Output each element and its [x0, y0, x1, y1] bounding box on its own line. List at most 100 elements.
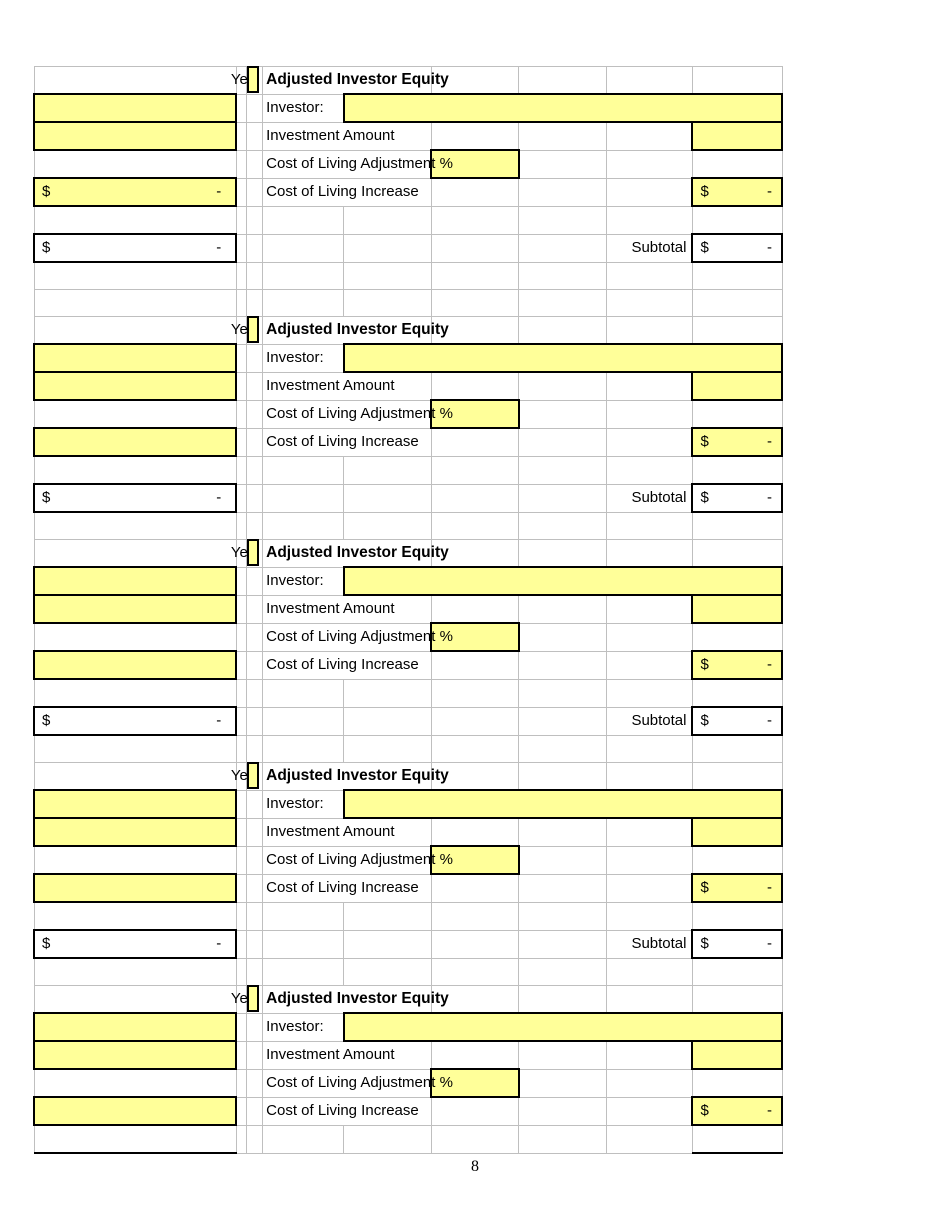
block3-cola-label: Cost of Living Adjustment % [266, 627, 453, 645]
block1-tail2-mid2 [430, 289, 520, 317]
block5-left-blank[interactable] [33, 985, 237, 1014]
block3-subtotal-value[interactable]: $ - [691, 706, 783, 736]
block3-cola-percent-input[interactable] [430, 622, 520, 652]
gap-b [245, 929, 264, 959]
block1-spacer-label [262, 205, 345, 235]
block4-investment-left-input[interactable] [32, 817, 238, 847]
block4-investor-left-input[interactable] [32, 789, 238, 819]
block2-cola-left-blank[interactable] [33, 399, 237, 429]
block4-cola-left-blank[interactable] [33, 845, 237, 875]
gap-b [245, 511, 264, 540]
block3-increase-right-value[interactable]: $ - [691, 650, 783, 680]
block1-cola-label: Cost of Living Adjustment % [266, 154, 453, 172]
gap-b [245, 427, 264, 457]
block4-increase-right-value[interactable]: $ - [691, 873, 783, 903]
block2-subtotal-value[interactable]: $ - [691, 483, 783, 513]
block2-subtotal-label: Subtotal [605, 483, 693, 513]
block2-investment-amount-input[interactable] [691, 371, 783, 401]
table-row: Investment Amount [32, 594, 783, 624]
block3-left-blank[interactable] [33, 539, 237, 568]
block4-year-marker-cell[interactable]: Ye [231, 762, 264, 791]
block4-hdr-sub [605, 762, 693, 791]
table-body: Ye Adjusted Investor Equity Investor: [32, 66, 784, 1154]
table-row [33, 261, 783, 290]
block1-investment-amount-input[interactable] [691, 121, 783, 151]
block4-cola-right [691, 845, 783, 875]
block3-investment-sub [605, 594, 693, 624]
block2-hdr-right [691, 316, 783, 345]
gap-b [245, 289, 264, 317]
block2-investor-name-input[interactable] [342, 343, 784, 373]
block2-increase-right-value[interactable]: $ - [691, 427, 783, 457]
block1-cola-left-blank[interactable] [33, 149, 237, 179]
block1-investor-name-input[interactable] [342, 93, 784, 123]
gap-a [235, 1096, 247, 1126]
block1-investor-left-input[interactable] [32, 93, 238, 123]
block1-increase-left-value[interactable]: $ - [32, 177, 238, 207]
block3-cola-left-blank[interactable] [33, 622, 237, 652]
block2-cola-percent-input[interactable] [430, 399, 520, 429]
block3-section-title: Adjusted Investor Equity [266, 544, 449, 561]
block3-subtotal-mid3 [518, 706, 607, 736]
block4-spacer-sub [605, 901, 693, 931]
block3-investment-amount-input[interactable] [691, 594, 783, 624]
block1-year-marker-cell[interactable]: Ye [231, 66, 264, 95]
block1-tail-right [691, 261, 783, 290]
block4-subtotal-value[interactable]: $ - [691, 929, 783, 959]
block4-cola-label: Cost of Living Adjustment % [266, 850, 453, 868]
block5-investor-left-input[interactable] [32, 1012, 238, 1042]
block1-cola-percent-input[interactable] [430, 149, 520, 179]
block5-investment-left-input[interactable] [32, 1040, 238, 1070]
block1-left-blank[interactable] [33, 66, 237, 95]
block4-tail-label [262, 957, 345, 986]
block2-total-left-value[interactable]: $ - [32, 483, 238, 513]
gap-a [235, 817, 247, 847]
block1-increase-right-value[interactable]: $ - [691, 177, 783, 207]
block3-investor-name-input[interactable] [342, 566, 784, 596]
block2-investor-left-input[interactable] [32, 343, 238, 373]
block5-investor-name-input[interactable] [342, 1012, 784, 1042]
block2-left-blank[interactable] [33, 316, 237, 345]
block3-investor-left-input[interactable] [32, 566, 238, 596]
block5-increase-left-input[interactable] [32, 1096, 238, 1126]
block3-spacer-mid3 [518, 678, 607, 708]
block5-cola-percent-input[interactable] [430, 1068, 520, 1098]
block1-cola-right [691, 149, 783, 179]
block5-year-marker-cell[interactable]: Ye [231, 985, 264, 1014]
block3-total-left-value[interactable]: $ - [32, 706, 238, 736]
block5-spacer-mid3 [518, 1124, 607, 1154]
block1-section-title: Adjusted Investor Equity [266, 71, 449, 88]
block2-year-marker-cell[interactable]: Ye [231, 316, 264, 345]
block1-tail-mid2 [430, 261, 520, 290]
block4-left-blank[interactable] [33, 762, 237, 791]
block3-increase-left-input[interactable] [32, 650, 238, 680]
block4-total-left-value[interactable]: $ - [32, 929, 238, 959]
block2-increase-label-cell: Cost of Living Increase [262, 427, 432, 457]
block5-cola-right [691, 1068, 783, 1098]
block3-cola-right [691, 622, 783, 652]
block5-spacer-sub [605, 1124, 693, 1154]
block2-increase-left-input[interactable] [32, 427, 238, 457]
block4-investor-name-input[interactable] [342, 789, 784, 819]
gap-b [245, 957, 264, 986]
block5-investment-amount-input[interactable] [691, 1040, 783, 1070]
block2-section-title: Adjusted Investor Equity [266, 321, 449, 338]
table-row: Cost of Living Adjustment % [33, 1068, 783, 1098]
block4-investment-amount-input[interactable] [691, 817, 783, 847]
block1-tail-label [262, 261, 345, 290]
block4-increase-left-input[interactable] [32, 873, 238, 903]
block5-hdr-right [691, 985, 783, 1014]
block1-subtotal-value[interactable]: $ - [691, 233, 783, 263]
block5-increase-right-value[interactable]: $ - [691, 1096, 783, 1126]
block3-investment-left-input[interactable] [32, 594, 238, 624]
gap-a [235, 622, 247, 652]
block2-investment-left-input[interactable] [32, 371, 238, 401]
block1-investment-left-input[interactable] [32, 121, 238, 151]
block2-investor-label: Investor: [266, 348, 324, 366]
block4-cola-percent-input[interactable] [430, 845, 520, 875]
block1-total-left-value[interactable]: $ - [32, 233, 238, 263]
block5-cola-left-blank[interactable] [33, 1068, 237, 1098]
block2-tail-sub [605, 511, 693, 540]
block3-year-marker-cell[interactable]: Ye [231, 539, 264, 568]
block5-investor-label-cell: Investor: [262, 1012, 345, 1042]
